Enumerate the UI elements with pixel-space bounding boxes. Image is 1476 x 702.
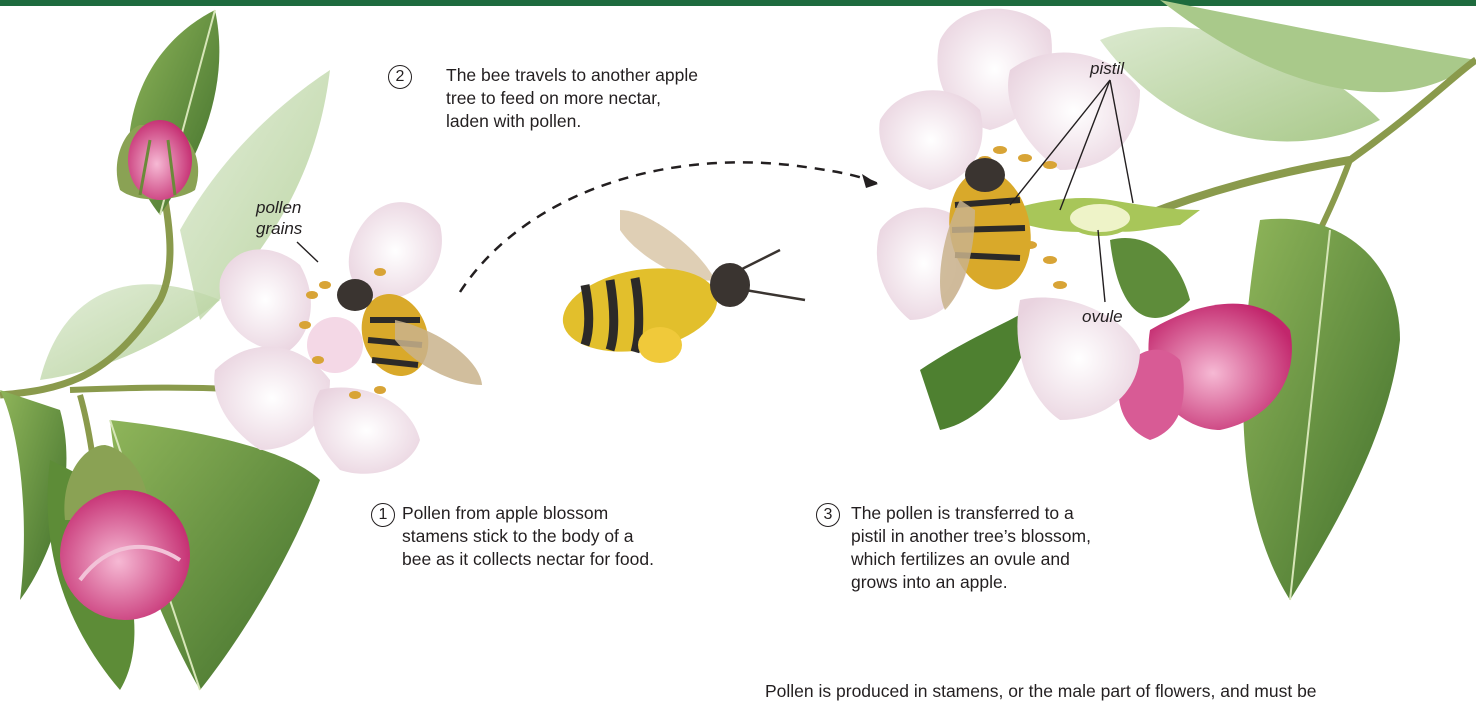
step-2-line: tree to feed on more nectar, xyxy=(446,87,698,110)
flight-arrowhead xyxy=(862,174,878,188)
step-3-line: pistil in another tree’s blossom, xyxy=(851,525,1091,548)
step-3-line: which fertilizes an ovule and xyxy=(851,548,1091,571)
step-2-line: The bee travels to another apple xyxy=(446,64,698,87)
step-1-text: Pollen from apple blossom stamens stick … xyxy=(402,502,654,571)
left-branch xyxy=(0,10,482,690)
step-3-line: The pollen is transferred to a xyxy=(851,502,1091,525)
step-1-line: stamens stick to the body of a xyxy=(402,525,654,548)
step-2-line: laden with pollen. xyxy=(446,110,698,133)
step-1-line: Pollen from apple blossom xyxy=(402,502,654,525)
pollen-grains-label-line: pollen xyxy=(256,197,302,218)
flying-bee xyxy=(556,210,805,363)
step-1-line: bee as it collects nectar for food. xyxy=(402,548,654,571)
footer-text: Pollen is produced in stamens, or the ma… xyxy=(765,680,1317,702)
right-bee xyxy=(940,158,1040,310)
pollen-grains-label: pollen grains xyxy=(256,197,302,239)
step-3-text: The pollen is transferred to a pistil in… xyxy=(851,502,1091,594)
pollen-grains-leader xyxy=(297,242,318,262)
ovule-label: ovule xyxy=(1082,306,1123,327)
pistil-label: pistil xyxy=(1090,58,1124,79)
step-2-text: The bee travels to another apple tree to… xyxy=(446,64,698,133)
ovule-leader xyxy=(1098,230,1105,302)
step-3-line: grows into an apple. xyxy=(851,571,1091,594)
step-3-number: 3 xyxy=(816,503,840,527)
step-1-number: 1 xyxy=(371,503,395,527)
pistil-label-text: pistil xyxy=(1090,58,1124,79)
pollen-grains-label-line: grains xyxy=(256,218,302,239)
step-2-number: 2 xyxy=(388,65,412,89)
ovule-label-text: ovule xyxy=(1082,306,1123,327)
